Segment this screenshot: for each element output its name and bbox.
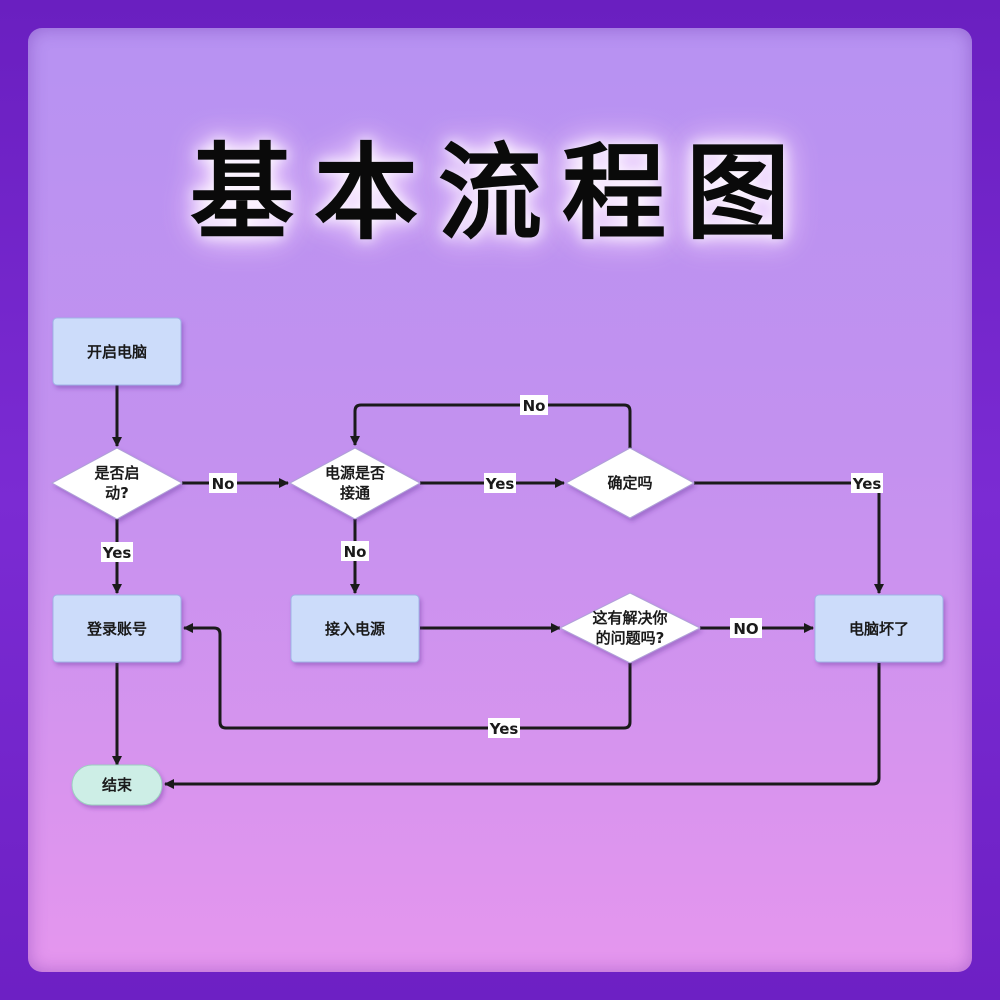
svg-text:是否启: 是否启: [93, 464, 139, 482]
svg-text:动?: 动?: [105, 484, 129, 502]
svg-text:Yes: Yes: [852, 475, 882, 493]
edge-broken-to-end: [164, 663, 881, 789]
svg-text:开启电脑: 开启电脑: [87, 343, 147, 361]
svg-text:这有解决你: 这有解决你: [592, 609, 667, 627]
edge-label-sure-no: No: [520, 395, 548, 415]
svg-text:Yes: Yes: [489, 720, 519, 738]
svg-text:登录账号: 登录账号: [86, 620, 147, 638]
edge-label-sure-yes: Yes: [851, 473, 883, 493]
svg-text:的问题吗?: 的问题吗?: [596, 629, 665, 647]
node-sure-decision[interactable]: 确定吗: [564, 447, 696, 519]
edge-solved-yes-to-login: [183, 623, 632, 730]
svg-text:确定吗: 确定吗: [607, 474, 652, 492]
node-power-decision[interactable]: 电源是否 接通: [288, 447, 422, 520]
edge-label-started-no: No: [209, 473, 237, 493]
node-end[interactable]: 结束: [71, 764, 163, 806]
node-plug[interactable]: 接入电源: [290, 594, 420, 663]
svg-text:No: No: [344, 543, 367, 561]
node-broken[interactable]: 电脑坏了: [814, 594, 944, 663]
node-start[interactable]: 开启电脑: [52, 317, 182, 386]
svg-text:No: No: [212, 475, 235, 493]
edge-label-solved-no: NO: [730, 618, 762, 638]
svg-text:接通: 接通: [340, 484, 370, 502]
node-solved-decision[interactable]: 这有解决你 的问题吗?: [558, 592, 702, 664]
edge-label-started-yes: Yes: [101, 542, 133, 562]
edge-label-power-no: No: [341, 541, 369, 561]
edge-label-power-yes: Yes: [484, 473, 516, 493]
svg-text:电脑坏了: 电脑坏了: [849, 620, 909, 638]
svg-text:电源是否: 电源是否: [325, 464, 385, 482]
edge-label-solved-yes: Yes: [488, 718, 520, 738]
svg-text:结束: 结束: [102, 776, 133, 794]
edge-sure-to-broken: [694, 481, 884, 594]
diagram-panel: [28, 28, 972, 972]
svg-text:No: No: [523, 397, 546, 415]
svg-text:Yes: Yes: [485, 475, 515, 493]
node-started-decision[interactable]: 是否启 动?: [50, 447, 184, 520]
page-title: 基本流程图: [189, 132, 810, 254]
edge-sure-no-loop: [350, 403, 632, 448]
svg-text:NO: NO: [733, 620, 758, 638]
node-login[interactable]: 登录账号: [52, 594, 182, 663]
svg-text:Yes: Yes: [102, 544, 132, 562]
svg-text:接入电源: 接入电源: [325, 620, 385, 638]
